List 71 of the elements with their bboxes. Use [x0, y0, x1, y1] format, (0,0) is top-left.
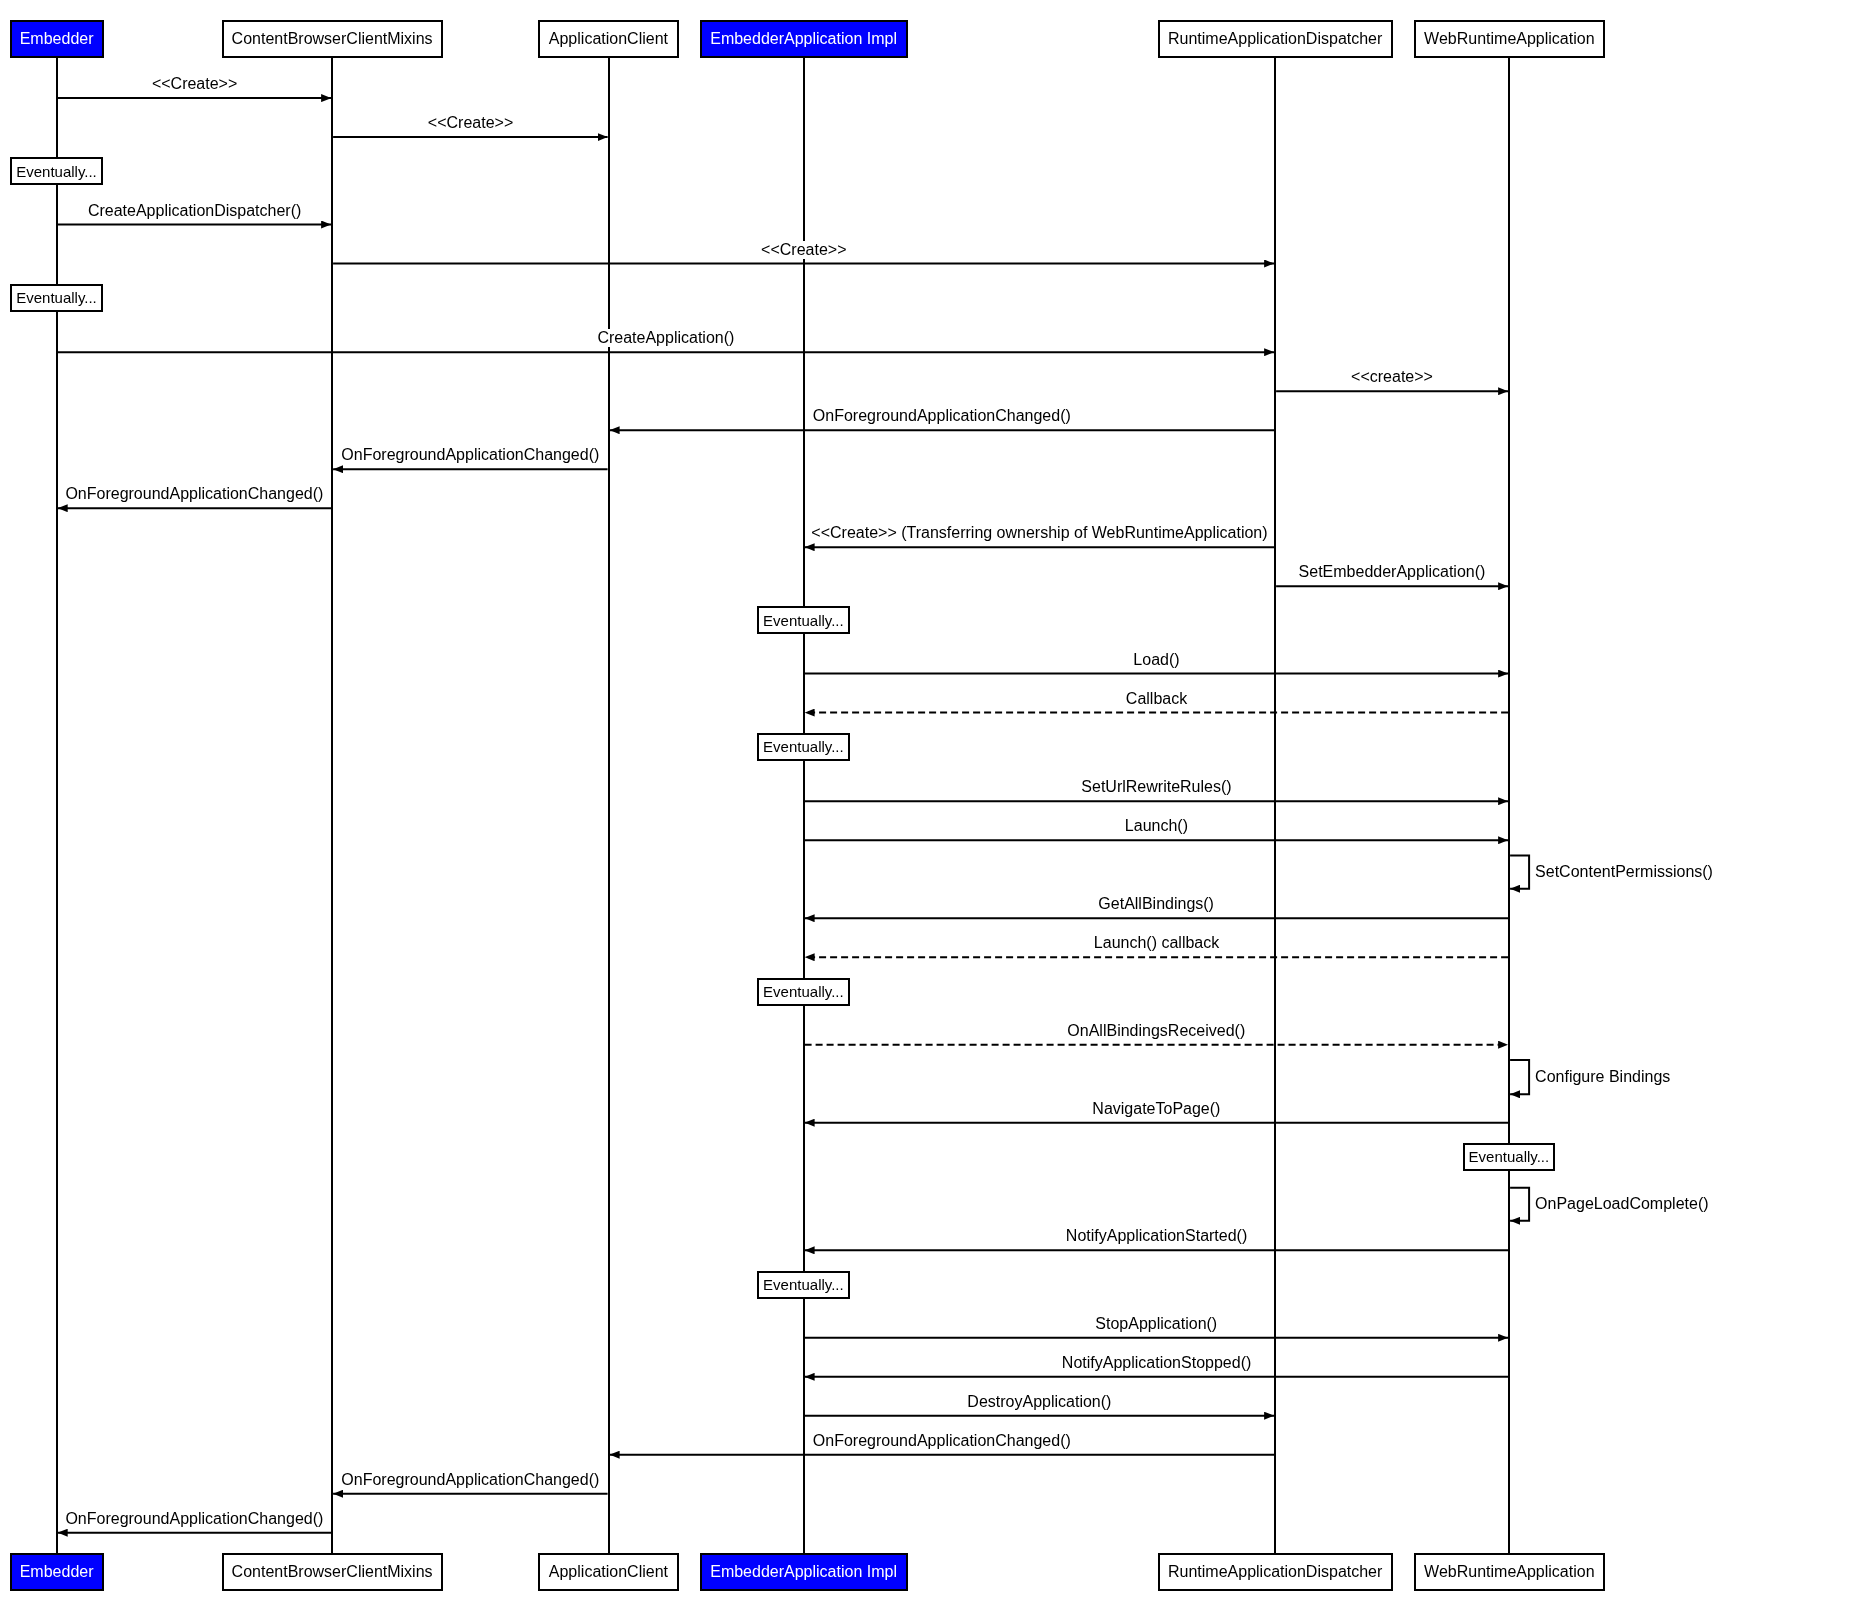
- note-box: Eventually...: [757, 606, 850, 635]
- edge-label: CreateApplicationDispatcher(): [85, 201, 304, 220]
- message-arrow: [56, 504, 333, 513]
- edge-label: <<Create>> (Transferring ownership of WebRuntimeApplication): [809, 524, 1270, 543]
- participant-box: Embedder: [9, 20, 104, 58]
- message-arrow: [803, 1040, 1510, 1049]
- note-box: Eventually...: [757, 977, 850, 1006]
- edge-label: OnAllBindingsReceived(): [1065, 1021, 1248, 1040]
- lifeline: [331, 57, 334, 1553]
- message-arrow: [1275, 582, 1510, 591]
- note-box: Eventually...: [757, 1270, 850, 1299]
- message-arrow: [803, 1333, 1510, 1342]
- participant-box: ContentBrowserClientMixins: [221, 1552, 443, 1591]
- message-arrow: [803, 669, 1510, 678]
- note-box: Eventually...: [10, 157, 103, 186]
- participant-box: ContentBrowserClientMixins: [221, 20, 443, 58]
- message-arrow: [56, 220, 333, 229]
- self-message-arrow: [1509, 1186, 1531, 1225]
- message-arrow: [608, 1450, 1276, 1459]
- message-arrow: [56, 348, 1276, 357]
- note-box: Eventually...: [1462, 1142, 1556, 1171]
- edge-label: DestroyApplication(): [965, 1392, 1114, 1411]
- edge-label: OnForegroundApplicationChanged(): [63, 1509, 326, 1528]
- edge-label: OnForegroundApplicationChanged(): [810, 1431, 1073, 1450]
- message-arrow: [803, 1411, 1276, 1420]
- participant-box: ApplicationClient: [538, 1552, 679, 1591]
- edge-label: Load(): [1131, 650, 1182, 669]
- message-arrow: [56, 1528, 333, 1537]
- note-box: Eventually...: [10, 283, 103, 312]
- message-arrow: [803, 543, 1276, 552]
- edge-label: GetAllBindings(): [1096, 895, 1216, 914]
- edge-label: OnForegroundApplicationChanged(): [63, 485, 326, 504]
- message-arrow: [803, 1372, 1510, 1381]
- participant-box: ApplicationClient: [538, 20, 679, 58]
- message-arrow: [332, 1489, 609, 1498]
- message-arrow: [803, 708, 1510, 717]
- message-arrow: [803, 1118, 1510, 1127]
- lifeline: [1274, 57, 1277, 1553]
- edge-label: SetUrlRewriteRules(): [1079, 778, 1234, 797]
- edge-label: Configure Bindings: [1533, 1068, 1673, 1087]
- participant-box: Embedder: [9, 1552, 104, 1591]
- message-arrow: [803, 953, 1510, 962]
- edge-label: StopApplication(): [1093, 1314, 1220, 1333]
- participant-box: RuntimeApplicationDispatcher: [1157, 20, 1393, 58]
- message-arrow: [332, 259, 1276, 268]
- edge-label: OnForegroundApplicationChanged(): [339, 446, 602, 465]
- self-message-arrow: [1509, 854, 1531, 893]
- edge-label: NavigateToPage(): [1090, 1099, 1223, 1118]
- message-arrow: [1275, 387, 1510, 396]
- edge-label: OnForegroundApplicationChanged(): [339, 1470, 602, 1489]
- message-arrow: [803, 1246, 1510, 1255]
- participant-box: RuntimeApplicationDispatcher: [1157, 1552, 1393, 1591]
- edge-label: SetContentPermissions(): [1533, 863, 1715, 882]
- edge-label: CreateApplication(): [595, 329, 737, 348]
- message-arrow: [332, 133, 609, 142]
- participant-box: WebRuntimeApplication: [1414, 1552, 1605, 1591]
- edge-label: OnForegroundApplicationChanged(): [810, 407, 1073, 426]
- message-arrow: [803, 797, 1510, 806]
- edge-label: SetEmbedderApplication(): [1296, 563, 1488, 582]
- message-arrow: [332, 465, 609, 474]
- note-box: Eventually...: [757, 732, 850, 761]
- message-arrow: [803, 836, 1510, 845]
- message-arrow: [608, 426, 1276, 435]
- participant-box: EmbedderApplication Impl: [699, 20, 908, 58]
- participant-box: WebRuntimeApplication: [1414, 20, 1605, 58]
- message-arrow: [803, 914, 1510, 923]
- edge-label: OnPageLoadComplete(): [1533, 1195, 1711, 1214]
- participant-box: EmbedderApplication Impl: [699, 1552, 908, 1591]
- edge-label: <<Create>>: [759, 240, 849, 259]
- message-arrow: [56, 94, 333, 103]
- self-message-arrow: [1509, 1059, 1531, 1099]
